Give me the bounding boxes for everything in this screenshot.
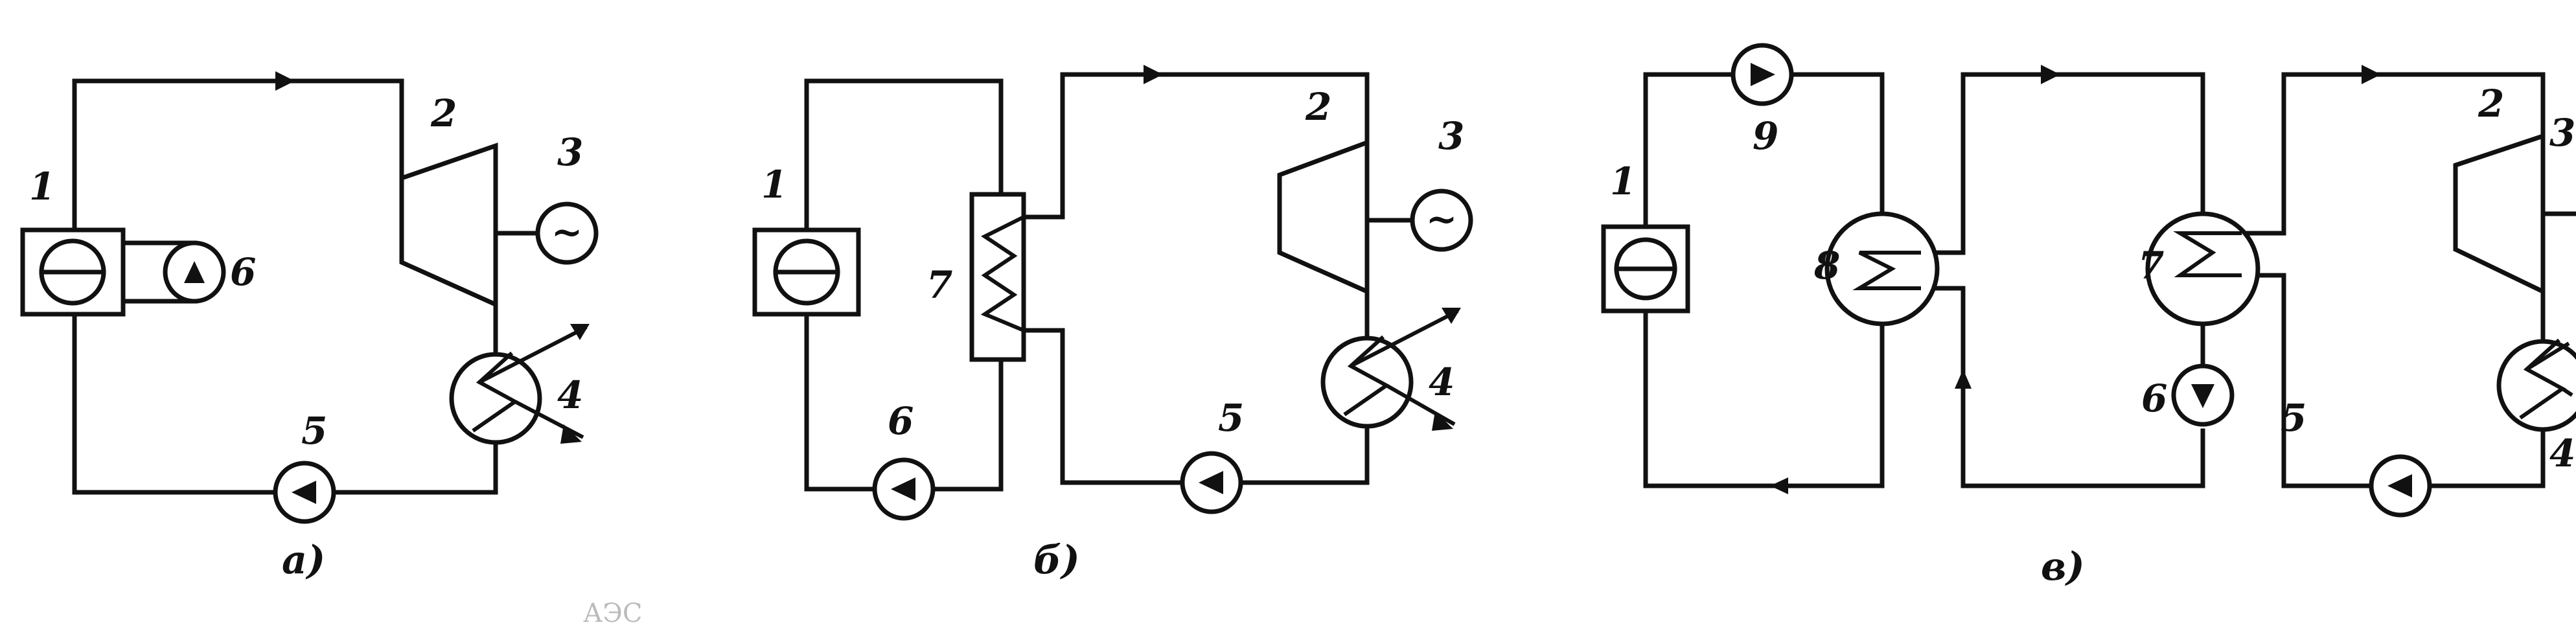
generator-symbol: ~ bbox=[1426, 197, 1458, 241]
label-5: 5 bbox=[301, 409, 327, 453]
label-1: 1 bbox=[29, 165, 55, 209]
scheme-a-condenser-coil bbox=[472, 351, 519, 433]
scheme-c-ihx-coil bbox=[1852, 251, 1921, 290]
scheme-c-feed-line bbox=[2239, 273, 2546, 488]
label-1: 1 bbox=[1610, 159, 1636, 203]
scheme-a-feed-line bbox=[72, 312, 498, 495]
label-9: 9 bbox=[1753, 114, 1778, 158]
scheme-c-intermediate-arrow-top bbox=[2041, 65, 2060, 84]
label-4: 4 bbox=[2549, 431, 2575, 475]
label-6: 6 bbox=[230, 250, 256, 294]
scheme-b: ~ 1 2 3 4 5 6 7 б) bbox=[752, 65, 1473, 583]
scheme-c-second-pump-arrow bbox=[2191, 384, 2214, 408]
scheme-b-feed-pump-arrow bbox=[1199, 471, 1223, 494]
scheme-c-intermediate-hx bbox=[1824, 211, 1940, 326]
scheme-c-cooling-water bbox=[2525, 341, 2573, 397]
scheme-b-primary-pump-arrow bbox=[891, 477, 915, 501]
label-3: 3 bbox=[2549, 111, 2575, 155]
scheme-a-generator bbox=[535, 201, 599, 265]
scheme-a-pump6-arrow bbox=[184, 261, 205, 283]
scheme-c: 1 2 3 4 5 6 7 8 9 в) bbox=[1601, 43, 2576, 589]
scheme-b-cw-arrow-in bbox=[1432, 411, 1453, 431]
scheme-a-condenser bbox=[449, 352, 542, 445]
scheme-c-steam-generator bbox=[2145, 211, 2260, 326]
label-5: 5 bbox=[2281, 396, 2306, 440]
label-2: 2 bbox=[2478, 82, 2504, 126]
scheme-a-feed-pump-arrow bbox=[292, 481, 316, 504]
scheme-c-steam-arrow bbox=[2362, 65, 2381, 84]
scheme-c-steam-line bbox=[2239, 72, 2546, 236]
scheme-a-flow-arrow bbox=[275, 71, 295, 91]
scheme-a-cw-arrow-in bbox=[560, 424, 582, 444]
scheme-c-condenser bbox=[2496, 339, 2576, 432]
scheme-b-sg-coil bbox=[980, 215, 1025, 332]
scheme-b-feed-line bbox=[1021, 328, 1370, 485]
scheme-b-condenser-coil bbox=[1343, 335, 1390, 417]
label-4: 4 bbox=[557, 373, 583, 417]
scheme-a-caption: а) bbox=[282, 538, 325, 583]
scheme-c-intermediate-cold bbox=[1918, 286, 2205, 488]
scheme-a-turbine bbox=[399, 143, 498, 308]
scheme-b-caption: б) bbox=[1033, 538, 1080, 583]
scheme-a: ~ 1 2 3 4 5 6 а) bbox=[20, 71, 599, 583]
scheme-a-cw-arrow-out bbox=[570, 324, 590, 340]
scheme-b-condenser bbox=[1320, 336, 1414, 429]
label-3: 3 bbox=[557, 130, 583, 174]
scheme-b-primary-hot bbox=[804, 78, 1004, 233]
scheme-c-caption: в) bbox=[2041, 544, 2085, 589]
label-2: 2 bbox=[430, 91, 457, 135]
scheme-c-turbine bbox=[2453, 133, 2546, 295]
label-6: 6 bbox=[888, 399, 914, 443]
scheme-a-cooling-water bbox=[478, 325, 588, 439]
scheme-b-generator bbox=[1410, 189, 1473, 252]
footer-note: АЭС bbox=[583, 599, 643, 628]
label-7: 7 bbox=[2138, 244, 2164, 288]
scheme-c-primary-return-arrow bbox=[1770, 477, 1788, 494]
scheme-c-sg-coil bbox=[2173, 231, 2242, 277]
scheme-c-condenser-coil bbox=[2519, 338, 2566, 420]
generator-symbol: ~ bbox=[551, 210, 583, 254]
label-5: 5 bbox=[1218, 396, 1244, 440]
label-1: 1 bbox=[761, 163, 787, 207]
scheme-c-intermediate-arrow-up bbox=[1955, 369, 1972, 389]
label-4: 4 bbox=[1429, 360, 1455, 404]
label-6: 6 bbox=[2141, 376, 2167, 420]
scheme-a-pump6-leads bbox=[121, 240, 197, 304]
scheme-c-primary-cold bbox=[1643, 308, 1885, 488]
scheme-a-steam-line bbox=[72, 78, 404, 233]
scheme-b-steam-line bbox=[1021, 72, 1370, 220]
scheme-c-feed-pump-arrow bbox=[2387, 474, 2412, 497]
label-7: 7 bbox=[926, 263, 952, 307]
scheme-b-flow-arrow bbox=[1144, 65, 1163, 84]
scheme-c-primary-pump-arrow bbox=[1751, 63, 1775, 86]
scheme-b-cooling-water bbox=[1350, 309, 1459, 426]
label-8: 8 bbox=[1813, 244, 1840, 288]
label-2: 2 bbox=[1305, 85, 1331, 129]
scheme-c-intermediate-hot bbox=[1918, 72, 2205, 255]
scheme-b-cw-arrow-out bbox=[1442, 308, 1461, 324]
label-3: 3 bbox=[1438, 114, 1464, 158]
scheme-b-turbine bbox=[1277, 139, 1370, 295]
